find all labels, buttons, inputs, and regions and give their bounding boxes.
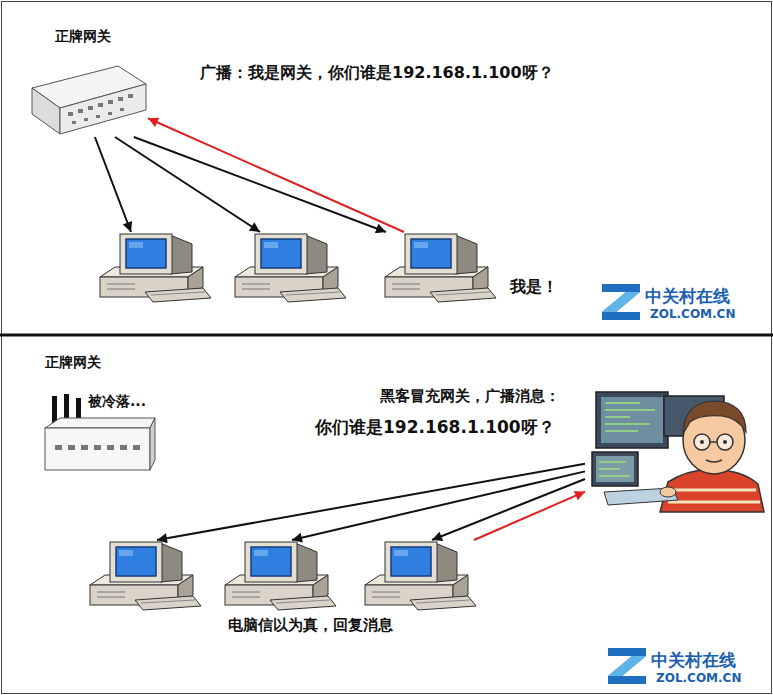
node-label: 正牌网关: [45, 354, 101, 370]
panel-divider: [0, 334, 773, 337]
watermark-logo: [608, 648, 646, 684]
watermark: ZOL.COM.CN: [656, 672, 741, 686]
node-label: 正牌网关: [55, 28, 111, 44]
hacker: 黑客冒充网关，广播消息：: [585, 385, 767, 512]
broadcast-arrow: [157, 464, 585, 540]
computer-drawing: [365, 542, 476, 610]
note: 电脑信以为真，回复消息: [228, 617, 393, 634]
computer: [85, 540, 205, 610]
watermark: ZOL.COM.CN: [650, 308, 735, 322]
gateway-device: 正牌网关被冷落...: [42, 392, 158, 472]
watermark-logo: [602, 284, 640, 320]
hacker-drawing: [592, 392, 764, 512]
computer: 我是！: [380, 232, 500, 302]
reply-arrow: [148, 118, 404, 232]
broadcast-arrow: [134, 137, 386, 232]
computer-drawing: [225, 542, 336, 610]
computer-drawing: [100, 234, 211, 302]
broadcast-message: 你们谁是192.168.1.100呀？: [315, 418, 555, 438]
gateway-device: 正牌网关: [30, 62, 148, 137]
computer: [220, 540, 340, 610]
computer: [95, 232, 215, 302]
computer: [360, 540, 480, 610]
broadcast-arrow: [292, 471, 585, 540]
computer-drawing: [385, 234, 496, 302]
broadcast-message: 广播：我是网关，你们谁是192.168.1.100呀？: [200, 64, 554, 82]
broadcast-arrow: [432, 479, 585, 540]
watermark: 中关村在线: [651, 651, 736, 671]
node-label: 我是！: [510, 278, 558, 296]
computer-drawing: [235, 234, 346, 302]
computer-drawing: [90, 542, 201, 610]
node-label: 黑客冒充网关，广播消息：: [380, 388, 560, 405]
computer: [230, 232, 350, 302]
gateway-drawing: [32, 66, 146, 134]
broadcast-arrow: [95, 137, 131, 232]
reply-arrow: [474, 492, 585, 540]
broadcast-arrow: [115, 137, 260, 232]
watermark: 中关村在线: [645, 287, 730, 307]
gateway-drawing: [45, 394, 155, 470]
node-note: 被冷落...: [88, 393, 146, 409]
